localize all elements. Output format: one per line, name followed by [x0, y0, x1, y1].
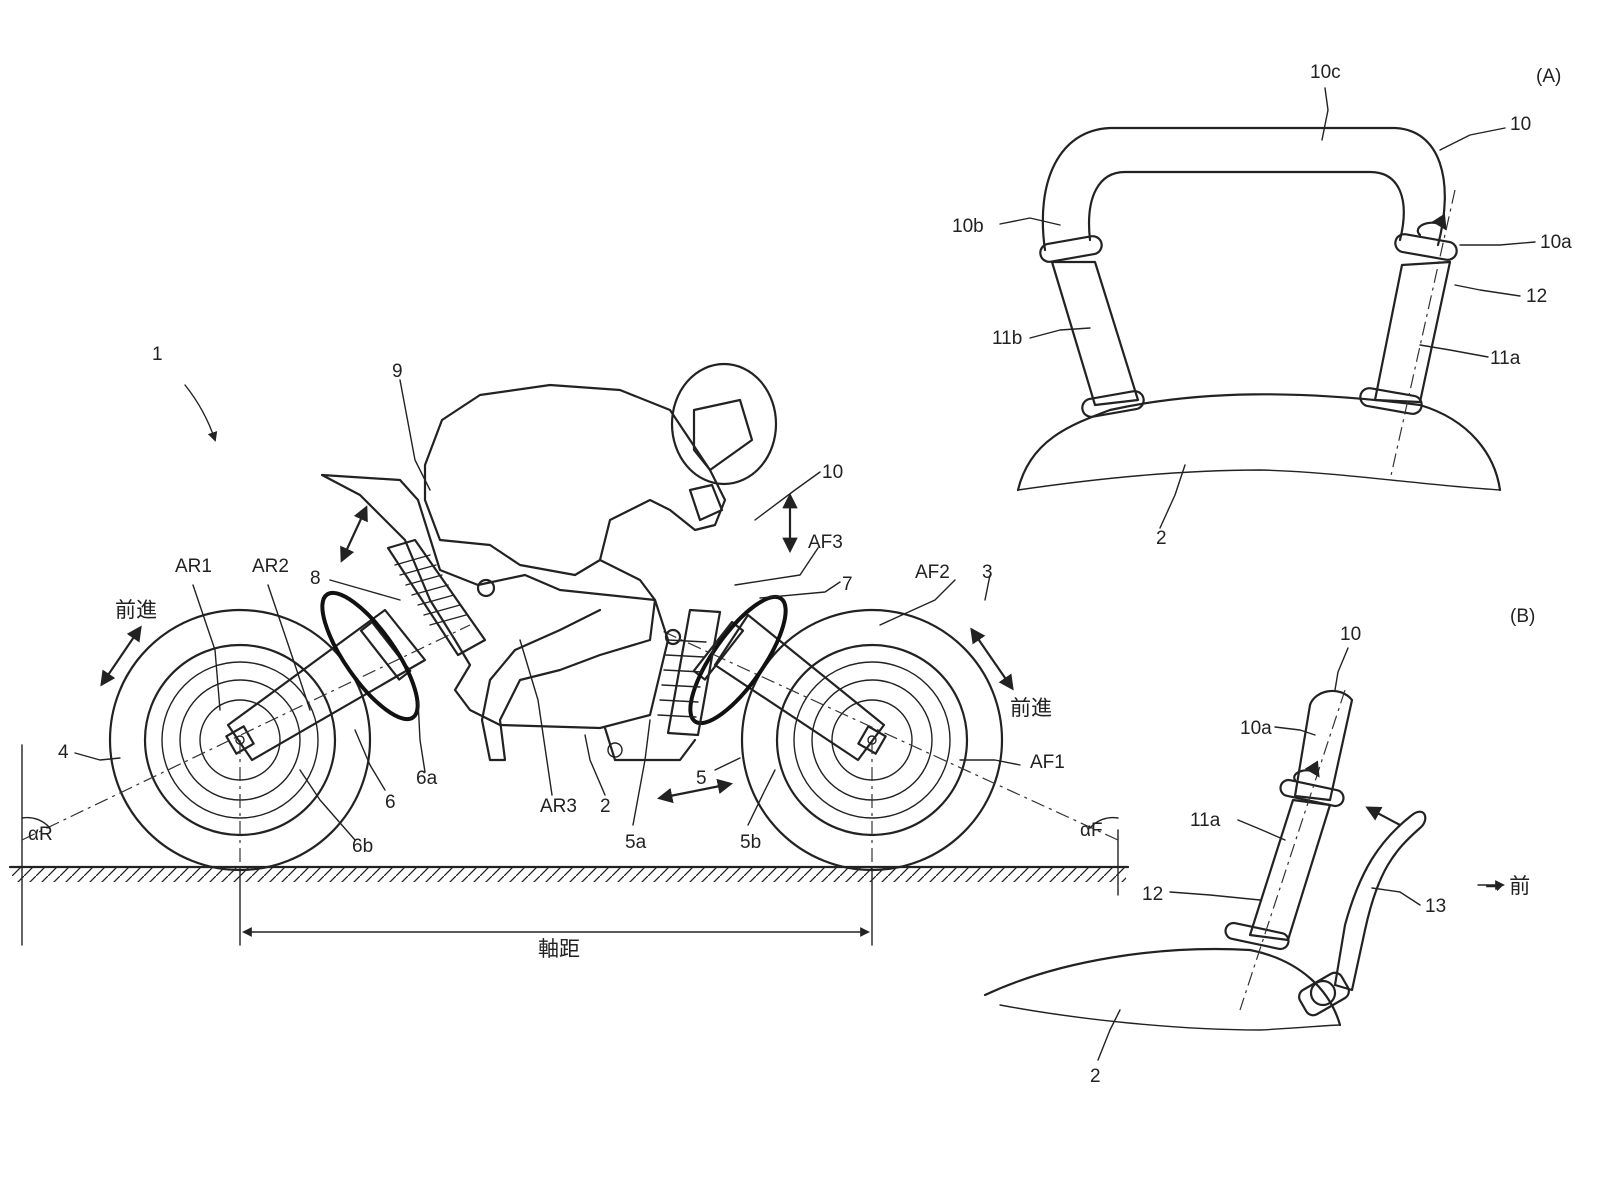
label-forward-front: 前進 — [1010, 696, 1052, 720]
panel-b: (B) 10 10a 11a 12 13 → 前 2 — [983, 606, 1535, 1087]
label-3: 3 — [982, 562, 993, 583]
panel-a-body — [1016, 393, 1502, 492]
label-af1: AF1 — [1030, 752, 1065, 773]
panel-b-title: (B) — [1510, 606, 1535, 627]
main-view: 1 9 10 AF3 7 AF2 3 8 AR1 AR2 前進 前進 4 AF1… — [8, 344, 1130, 961]
body-frame — [320, 473, 697, 762]
label-6b: 6b — [352, 836, 373, 857]
panel-b-label-10a: 10a — [1240, 718, 1272, 739]
rear-swing-arm — [226, 590, 427, 762]
panel-a-label-11b: 11b — [992, 328, 1022, 349]
panel-a-label-10: 10 — [1510, 114, 1531, 135]
label-10: 10 — [822, 462, 843, 483]
panel-a-title: (A) — [1536, 66, 1561, 87]
label-7: 7 — [842, 574, 853, 595]
motion-arrows — [100, 384, 1014, 804]
panel-a: (A) 10c 10 10b 10a 12 11a 11b 2 — [952, 62, 1572, 549]
panel-b-label-front: → 前 — [1485, 874, 1530, 898]
label-5: 5 — [696, 768, 707, 789]
front-swing-arm — [688, 594, 886, 762]
panel-a-grip-right — [1373, 260, 1452, 404]
panel-a-label-12: 12 — [1526, 286, 1547, 307]
main-labels: 1 9 10 AF3 7 AF2 3 8 AR1 AR2 前進 前進 4 AF1… — [28, 344, 1103, 961]
axis-lines — [21, 624, 1119, 868]
panel-b-label-2: 2 — [1090, 1066, 1101, 1087]
rear-shock — [386, 538, 496, 657]
label-2: 2 — [600, 796, 611, 817]
panel-a-grip-left — [1050, 260, 1140, 407]
label-6a: 6a — [416, 768, 438, 789]
label-8: 8 — [310, 568, 321, 589]
panel-b-label-13: 13 — [1425, 896, 1446, 917]
label-af2: AF2 — [915, 562, 950, 583]
label-6: 6 — [385, 792, 396, 813]
label-alpha-f: αF — [1080, 820, 1103, 841]
rider — [423, 362, 778, 762]
wheelbase-dimension — [239, 867, 873, 946]
label-1: 1 — [152, 344, 163, 365]
panel-b-label-10: 10 — [1340, 624, 1361, 645]
label-wheelbase: 軸距 — [538, 937, 580, 961]
panel-b-label-12: 12 — [1142, 884, 1163, 905]
label-ar3: AR3 — [540, 796, 577, 817]
leader-lines — [74, 379, 1021, 841]
panel-b-lever — [1333, 810, 1427, 992]
panel-a-label-2: 2 — [1156, 528, 1167, 549]
label-ar2: AR2 — [252, 556, 289, 577]
label-ar1: AR1 — [175, 556, 212, 577]
label-5a: 5a — [625, 832, 647, 853]
panel-b-handle — [1293, 689, 1354, 802]
label-5b: 5b — [740, 832, 761, 853]
label-4: 4 — [58, 742, 69, 763]
panel-a-label-11a: 11a — [1490, 348, 1521, 369]
label-9: 9 — [392, 361, 403, 382]
label-forward-rear: 前進 — [115, 598, 157, 622]
panel-b-body — [983, 947, 1342, 1027]
label-af3: AF3 — [808, 532, 843, 553]
ground — [8, 744, 1130, 946]
front-shock — [657, 608, 722, 737]
panel-a-label-10a: 10a — [1540, 232, 1572, 253]
panel-a-label-10c: 10c — [1310, 62, 1341, 83]
label-alpha-r: αR — [28, 824, 53, 845]
panel-b-label-11a: 11a — [1190, 810, 1221, 831]
panel-a-handle — [1041, 126, 1446, 252]
panel-a-label-10b: 10b — [952, 216, 984, 237]
front-wheel — [740, 608, 1004, 872]
